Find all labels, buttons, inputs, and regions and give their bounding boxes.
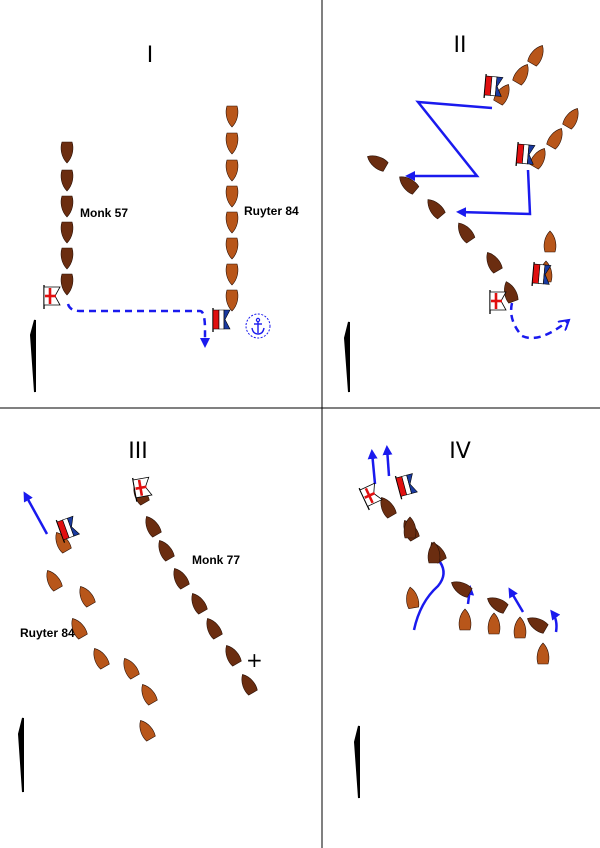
english-flag-icon (43, 285, 61, 309)
fleet-label-ruyter-3: Ruyter 84 (20, 626, 75, 640)
dutch-flag-icon (394, 473, 418, 500)
ship-icon (546, 128, 563, 150)
fleet-label-monk-3: Monk 77 (192, 553, 240, 567)
english-flag-icon (489, 290, 507, 314)
ship-icon (139, 720, 156, 742)
movement-arrow (412, 561, 445, 631)
ship-icon (79, 586, 96, 608)
movement-arrow (508, 587, 525, 613)
ship-icon (225, 645, 242, 667)
north-arrow-icon (29, 319, 36, 393)
ship-icon (403, 516, 417, 539)
ship-icon (543, 230, 557, 253)
sunk-ship-marker: + (246, 648, 263, 672)
ship-icon (487, 597, 509, 614)
ship-icon (158, 540, 175, 562)
dutch-flag-icon (212, 308, 231, 332)
fleet-label-monk-1: Monk 57 (80, 206, 128, 220)
ship-icon (380, 497, 397, 519)
ship-icon (536, 642, 550, 665)
ship-icon (225, 185, 239, 208)
ship-icon (46, 570, 63, 592)
ship-icon (427, 541, 441, 564)
ship-icon (529, 148, 546, 170)
english-flag-icon (132, 476, 153, 502)
north-arrow-icon (343, 321, 350, 393)
movement-arrow (456, 169, 532, 218)
ship-icon (458, 222, 476, 244)
ship-icon (60, 169, 74, 192)
ship-icon (562, 108, 579, 130)
ship-icon (486, 252, 503, 274)
ship-icon (512, 64, 529, 86)
ship-icon (145, 516, 162, 538)
panel-numeral-4: IV (449, 439, 471, 464)
flags-layer (43, 73, 552, 543)
ship-icon (399, 176, 420, 195)
english-flag-icon (358, 482, 383, 511)
panel-numeral-1: I (147, 43, 154, 68)
ship-icon (60, 141, 74, 164)
ship-icon (451, 581, 473, 598)
movement-arrow (367, 449, 378, 485)
ship-icon (367, 155, 389, 172)
dutch-flag-icon (483, 73, 504, 98)
north-arrow-icon (353, 725, 360, 799)
ship-icon (60, 273, 74, 296)
ship-icon (173, 568, 190, 590)
panel-numeral-3: III (128, 439, 147, 464)
fleet-label-ruyter-1: Ruyter 84 (244, 204, 299, 218)
ship-icon (487, 612, 501, 635)
ship-icon (60, 247, 74, 270)
ship-icon (225, 159, 239, 182)
ship-icon (225, 105, 239, 128)
ship-icon (527, 45, 544, 67)
dutch-flag-icon (55, 515, 81, 543)
ship-icon (60, 221, 74, 244)
ship-icon (527, 617, 549, 634)
movement-arrow (509, 302, 569, 340)
ship-icon (225, 289, 239, 312)
ship-icon (241, 674, 258, 696)
movement-arrow (405, 100, 493, 181)
ship-icon (225, 132, 239, 155)
ships-layer (46, 45, 579, 742)
ship-icon (504, 281, 519, 304)
ship-icon (60, 195, 74, 218)
north-arrow-icon (17, 717, 24, 793)
ship-icon (225, 263, 239, 286)
movement-arrow (66, 303, 210, 348)
ship-icon (225, 237, 239, 260)
panel-numeral-2: II (454, 33, 467, 58)
ship-icon (493, 84, 510, 106)
dutch-flag-icon (531, 261, 552, 286)
ship-icon (71, 618, 88, 640)
movement-arrow (382, 445, 393, 477)
dutch-flag-icon (515, 141, 536, 166)
anchor-icon (245, 313, 271, 339)
ship-icon (141, 684, 158, 706)
ship-icon (458, 608, 472, 631)
ship-icon (427, 199, 446, 220)
ship-icon (93, 648, 110, 670)
ship-icon (513, 616, 527, 639)
movement-arrow (23, 491, 49, 535)
ship-icon (123, 658, 140, 680)
ship-icon (206, 618, 223, 640)
movement-arrow (550, 609, 561, 633)
ship-icon (225, 211, 239, 234)
ship-icon (406, 586, 420, 610)
ship-icon (191, 593, 208, 615)
